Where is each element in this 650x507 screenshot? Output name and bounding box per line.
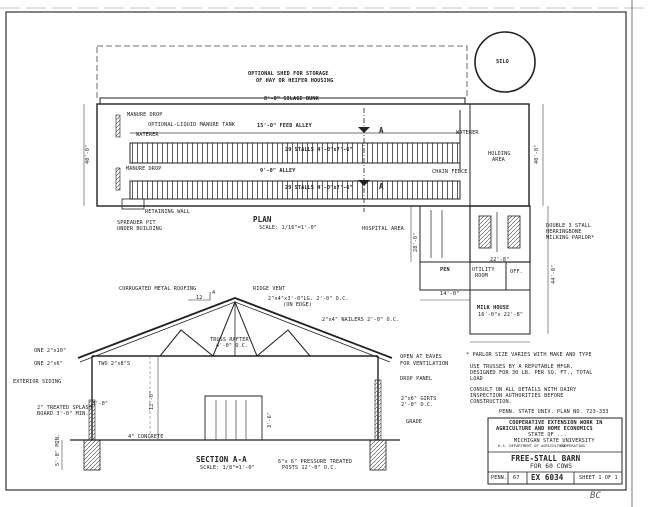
drawing-title: FREE-STALL BARN (511, 454, 581, 463)
note-4: LOAD (470, 376, 483, 382)
truss-rafter-label-2: 4'-0" O.C. (216, 343, 249, 349)
purlins-label-2: (ON EDGE) (283, 302, 313, 308)
utility-room-label-2: ROOM (475, 273, 488, 279)
spreader-pit-label-1: SPREADER PIT (117, 220, 156, 226)
section-marker-bottom: A (379, 182, 384, 191)
hospital-area-label: HOSPITAL AREA (362, 226, 404, 232)
ridge-vent-label: RIDGE VENT (253, 286, 286, 292)
purlins-label-1: 2"x4"x3'-0"LG. 2'-0" O.C. (268, 296, 349, 302)
corrugated-roofing-label: CORRUGATED METAL ROOFING (119, 286, 197, 292)
sheet-label: SHEET 1 OF 1 (579, 475, 618, 481)
dim-parlor-bottom: 22'-8" (490, 257, 510, 263)
section-marker-top: A (379, 126, 384, 135)
stalls-row2-label: 29 STALLS 4'-0"x7'-6" (285, 185, 353, 191)
optional-tank-label: OPTIONAL-LIQUID MANURE TANK (148, 122, 236, 128)
milk-house (469, 289, 531, 335)
exterior-siding-label: EXTERIOR SIDING (13, 379, 62, 385)
truss-rafter-label-1: TRUSS RAFTER (210, 337, 249, 343)
pen-label: PEN (440, 267, 450, 273)
optional-shed-label-1: OPTIONAL SHED FOR STORAGE (248, 71, 329, 77)
agency-line-4: MICHIGAN STATE UNIVERSITY (514, 438, 595, 444)
dim-parlor-left: 28'-0" (413, 232, 419, 252)
office-label: OFF. (510, 269, 523, 275)
holding-area-label-2: AREA (492, 157, 505, 163)
pitch-run: 12 (196, 295, 203, 301)
double-stall-label-3: MILKING PARLOR* (546, 235, 595, 241)
plan-number: PENN. STATE UNIV. PLAN NO. 723-333 (499, 409, 609, 415)
posts-label-1: 6"x 6" PRESSURE TREATED (278, 459, 353, 465)
dim-footing: 5'-0" MIN. (55, 433, 61, 466)
open-eaves-label-1: OPEN AT EAVES (400, 354, 442, 360)
section-scale: SCALE: 1/8"=1'-0" (200, 465, 255, 471)
waterer-left-label: WATERER (136, 132, 159, 138)
stalls-row1-label: 29 STALLS 4'-0"x7'-6" (285, 147, 353, 153)
girts-label-2: 2'-0" O.C. (401, 402, 434, 408)
two-2x8-label: TWO 2"x8"S (98, 361, 131, 367)
fine-print-1: U.S. DEPARTMENT OF AGRICULTURE (498, 444, 566, 448)
note-3: DESIGNED FOR 30 LB. PER SQ. FT., TOTAL (470, 370, 593, 376)
roof-line (77, 297, 393, 359)
feed-alley-label: 15'-0" FEED ALLEY (257, 123, 312, 129)
dim-inner: 3'-6" (267, 411, 273, 428)
fine-print-2: COOPERATING (560, 444, 585, 448)
splash-board-label-1: 2" TREATED SPLASH (37, 405, 92, 411)
spreader-pit-label-2: UNDER BUILDING (117, 226, 163, 232)
initials: BC (590, 491, 602, 501)
drop-panel-label: DROP PANEL (400, 376, 433, 382)
note-7: CONSTRUCTION. (470, 399, 512, 405)
drawing-subtitle: FOR 60 COWS (530, 463, 573, 470)
silo-circle (474, 31, 536, 93)
agency-line-3: STATE OF ... (528, 432, 567, 438)
girts-label-1: 2"x6" GIRTS (401, 396, 437, 402)
sheet-border (5, 11, 627, 491)
one-2x6-label: ONE 2"x6" (34, 361, 64, 367)
splash-board-label-2: BOARD 3'-0" MIN. (37, 411, 89, 417)
manure-drop-top-label: MANURE DROP (127, 112, 163, 118)
plan-title: PLAN (253, 215, 272, 224)
milk-house-label-2: 16'-0"x 22'-8" (478, 312, 524, 318)
dim-right-lower: 44'-8" (551, 264, 557, 284)
waterer-right-label: WATERER (456, 130, 479, 136)
plan-scale: SCALE: 1/16"=1'-0" (259, 225, 318, 231)
utility-room-label-1: UTILITY (472, 267, 495, 273)
note-5: CONSULT ON ALL DETAILS WITH DAIRY (470, 387, 577, 393)
optional-shed-label-2: OF HAY OR HEIFER HOUSING (256, 78, 334, 84)
dim-left: 40'-0" (85, 144, 91, 164)
section-title: SECTION A-A (196, 455, 247, 464)
note-2: USE TRUSSES BY A REPUTABLE MFGR. (470, 364, 574, 370)
milk-house-label-1: MILK HOUSE (477, 305, 510, 311)
retaining-wall-label: RETAINING WALL (145, 209, 191, 215)
dim-right: 40'-0" (534, 144, 540, 164)
note-1: * PARLOR SIZE VARIES WITH MAKE AND TYPE (466, 352, 592, 358)
concrete-label: 4" CONCRETE (128, 434, 164, 440)
penn-label: PENN. (491, 475, 508, 481)
office (505, 261, 531, 291)
dim-small: 3'-0" (92, 401, 109, 407)
grade-label: GRADE (406, 419, 423, 425)
silo-label: SILO (496, 59, 509, 65)
dim-pen: 14'-0" (440, 291, 460, 297)
manure-drop-bottom-label: MANURE DROP (126, 166, 162, 172)
dim-height: 12'-0" (149, 390, 155, 410)
plan-id: EX 6034 (531, 473, 564, 482)
agency-line-1: COOPERATIVE EXTENSION WORK IN (509, 420, 603, 426)
one-2x10-label: ONE 2"x10" (34, 348, 67, 354)
chain-fence-label: CHAIN FENCE (432, 169, 468, 175)
open-eaves-label-2: FOR VENTILATION (400, 361, 449, 367)
posts-label-2: POSTS 12'-0" O.C. (282, 465, 337, 471)
nailers-label: 2"x4" NAILERS 2'-0" O.C. (322, 317, 400, 323)
double-stall-label-1: DOUBLE 3 STALL (546, 223, 592, 229)
sheet-code: 67 (513, 475, 520, 481)
holding-area-label-1: HOLDING (488, 151, 511, 157)
agency-line-2: AGRICULTURE AND HOME ECONOMICS (496, 426, 593, 432)
hospital-area (419, 205, 471, 263)
pitch-rise: 4 (212, 290, 216, 296)
double-stall-label-2: HERRINGBONE (546, 229, 582, 235)
note-6: INSPECTION AUTHORITIES BEFORE (470, 393, 564, 399)
stall-row-2 (129, 180, 461, 200)
alley-label: 9'-0" ALLEY (260, 168, 296, 174)
silage-bunk-label: 8'-0" SILAGE BUNK (264, 96, 319, 102)
title-block (487, 417, 623, 485)
